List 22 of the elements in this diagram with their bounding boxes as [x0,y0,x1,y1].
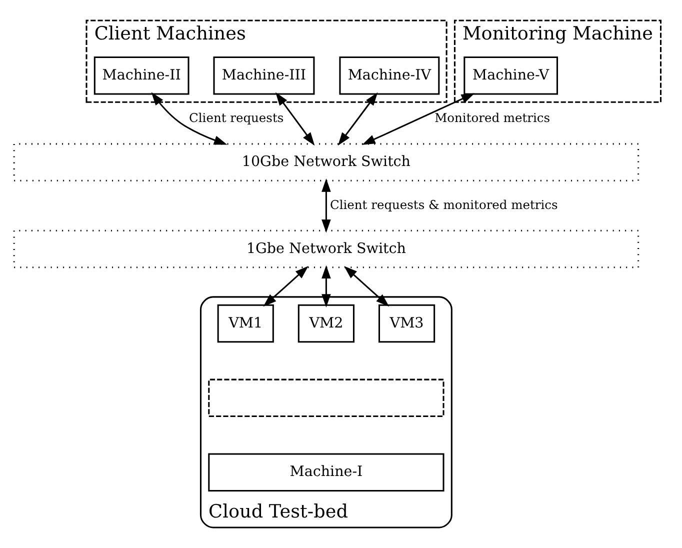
node-box: Machine-I [208,453,444,492]
node-box: 10Gbe Network Switch [12,143,639,182]
node-box: VM2 [297,304,354,343]
arrow [150,92,227,145]
node-box: 1Gbe Network Switch [12,230,639,268]
node-box: Machine-III [212,56,314,95]
arrow [262,266,308,307]
node-box: VM1 [216,304,274,343]
edge-label: Monitored metrics [434,111,550,126]
arrow [362,93,474,145]
node-box: Machine-V [463,56,558,95]
node-box: Machine-IV [338,56,440,95]
arrow [321,178,330,233]
arrow [343,266,389,307]
edge-label: Client requests & monitored metrics [330,198,558,212]
node-box [208,378,444,418]
arrow [275,92,314,146]
edge-label: Client requests [188,111,284,126]
arrow [321,265,330,308]
node-box: VM3 [378,304,435,343]
arrow [337,92,378,146]
node-box: Machine-II [93,56,189,95]
